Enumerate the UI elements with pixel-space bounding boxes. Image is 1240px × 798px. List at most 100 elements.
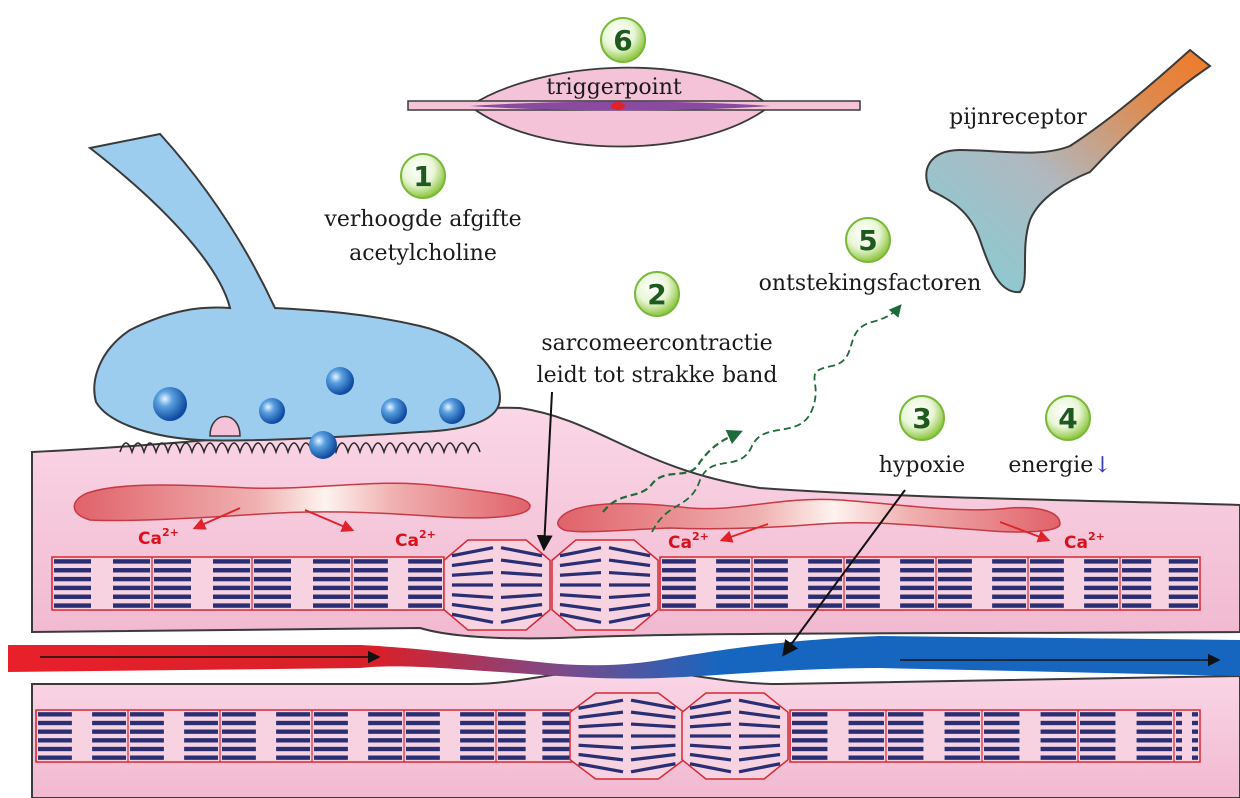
- lower-myofibril-left-filament: [498, 721, 526, 725]
- upper-myofibril-right-filament: [716, 559, 750, 563]
- upper-myofibril-right-filament: [992, 577, 1026, 581]
- lower-myofibril-left-filament: [184, 721, 218, 725]
- lower-myofibril-right-filament: [1137, 738, 1172, 742]
- upper-myofibril-right-filament: [1084, 577, 1118, 581]
- lower-myofibril-left-filament: [276, 738, 310, 742]
- upper-myofibril-right-filament: [900, 603, 934, 607]
- lower-myofibril-left-filament: [498, 712, 526, 716]
- upper-myofibril-right-filament: [754, 577, 788, 581]
- nerve-ending-icon: [926, 50, 1210, 292]
- lower-myofibril-right-filament: [984, 712, 1019, 716]
- lower-myofibril-left-filament: [184, 747, 218, 751]
- energie-down-arrow: ↓: [1093, 453, 1111, 478]
- upper-myofibril-right-filament: [992, 595, 1026, 599]
- lower-myofibril-right-filament: [1192, 738, 1198, 742]
- lower-myofibril-left-filament: [314, 756, 348, 760]
- lower-myofibril-right-filament: [945, 738, 980, 742]
- upper-myofibril-right-filament: [808, 559, 842, 563]
- lower-myofibril-right-filament: [1080, 721, 1115, 725]
- lower-myofibril-left-filament: [276, 756, 310, 760]
- lower-myofibril-right-filament: [1176, 738, 1182, 742]
- sarcomeer-label-line2: leidt tot strakke band: [537, 363, 778, 388]
- lower-myofibril-left-filament: [406, 747, 440, 751]
- lower-myofibril-right-filament: [945, 712, 980, 716]
- lower-myofibril-right-filament: [984, 756, 1019, 760]
- upper-myofibril-left-filament: [54, 595, 91, 599]
- upper-myofibril-left-filament: [113, 595, 150, 599]
- upper-myofibril-left-filament: [254, 568, 291, 572]
- lower-myofibril-left-filament: [314, 738, 348, 742]
- triggerpoint-label: triggerpoint: [546, 75, 682, 100]
- upper-myofibril-left-filament: [254, 559, 291, 563]
- upper-myofibril-left-filament: [254, 586, 291, 590]
- lower-myofibril-right-frame: [790, 710, 1200, 762]
- upper-myofibril-right-filament: [662, 577, 696, 581]
- upper-myofibril-left-filament: [408, 586, 442, 590]
- badge-1: 1: [401, 154, 445, 198]
- lower-myofibril-right-filament: [888, 738, 923, 742]
- upper-myofibril-left-filament: [354, 577, 388, 581]
- vesicle-icon: [439, 398, 465, 424]
- badge-2: 2: [635, 272, 679, 316]
- upper-myofibril-left-filament: [354, 595, 388, 599]
- lower-myofibril-left-filament: [38, 730, 72, 734]
- lower-myofibril-left-filament: [276, 721, 310, 725]
- upper-myofibril-left-filament: [113, 586, 150, 590]
- lower-myofibril-left-filament: [222, 730, 256, 734]
- lower-myofibril-left-filament: [130, 721, 164, 725]
- lower-myofibril-right-filament: [888, 730, 923, 734]
- lower-myofibril-right-filament: [1192, 730, 1198, 734]
- upper-myofibril-right-filament: [1030, 595, 1064, 599]
- lower-myofibril-right-filament: [1080, 738, 1115, 742]
- lower-myofibril-right-filament: [984, 738, 1019, 742]
- lower-myofibril-right-filament: [888, 747, 923, 751]
- upper-myofibril-left-frame: [52, 557, 444, 610]
- lower-myofibril-left-filament: [38, 738, 72, 742]
- upper-myofibril-right-filament: [808, 568, 842, 572]
- svg-text:2: 2: [647, 278, 666, 311]
- energie-label: energie↓: [1008, 453, 1111, 478]
- upper-myofibril-right-filament: [900, 595, 934, 599]
- upper-myofibril-right-filament: [1030, 577, 1064, 581]
- upper-myofibril-left-filament: [113, 603, 150, 607]
- upper-myofibril-left-filament: [213, 559, 250, 563]
- lower-myofibril-left-filament: [92, 730, 126, 734]
- vesicle-icon: [153, 387, 187, 421]
- upper-myofibril-left-filament: [408, 568, 442, 572]
- upper-myofibril-left-filament: [213, 586, 250, 590]
- upper-myofibril-right-filament: [808, 586, 842, 590]
- lower-myofibril-left-filament: [314, 721, 348, 725]
- upper-myofibril-left-filament: [254, 603, 291, 607]
- upper-myofibril-right-filament: [938, 577, 972, 581]
- upper-myofibril-left-filament: [113, 577, 150, 581]
- upper-myofibril-left-filament: [154, 568, 191, 572]
- lower-myofibril-left-filament: [406, 721, 440, 725]
- vesicle-icon: [259, 398, 285, 424]
- lower-myofibril-left-filament: [184, 730, 218, 734]
- upper-myofibril-left-filament: [213, 568, 250, 572]
- upper-myofibril-right-filament: [716, 603, 750, 607]
- upper-myofibril-right-filament: [1122, 568, 1151, 572]
- upper-myofibril-right-filament: [846, 577, 880, 581]
- upper-myofibril-right-filament: [900, 559, 934, 563]
- upper-myofibril-right-filament: [1169, 559, 1198, 563]
- upper-myofibril-right-filament: [938, 568, 972, 572]
- lower-myofibril-right-filament: [1137, 730, 1172, 734]
- upper-myofibril-right-filament: [1084, 603, 1118, 607]
- upper-myofibril-left-filament: [313, 603, 350, 607]
- lower-myofibril-left-filament: [276, 747, 310, 751]
- upper-myofibril-left-filament: [154, 595, 191, 599]
- lower-myofibril-right-filament: [849, 738, 884, 742]
- upper-myofibril-left-filament: [408, 559, 442, 563]
- upper-myofibril-right-filament: [716, 568, 750, 572]
- afgifte-label-line2: acetylcholine: [349, 241, 497, 266]
- upper-myofibril-right-filament: [992, 603, 1026, 607]
- lower-myofibril-left-filament: [542, 712, 570, 716]
- lower-myofibril-right-filament: [984, 721, 1019, 725]
- upper-myofibril-right-frame: [660, 557, 1200, 610]
- lower-myofibril-right-filament: [1137, 712, 1172, 716]
- upper-myofibril-left-filament: [313, 586, 350, 590]
- upper-myofibril-right-filament: [1084, 595, 1118, 599]
- vesicle-icon: [381, 398, 407, 424]
- lower-myofibril-left-filament: [130, 738, 164, 742]
